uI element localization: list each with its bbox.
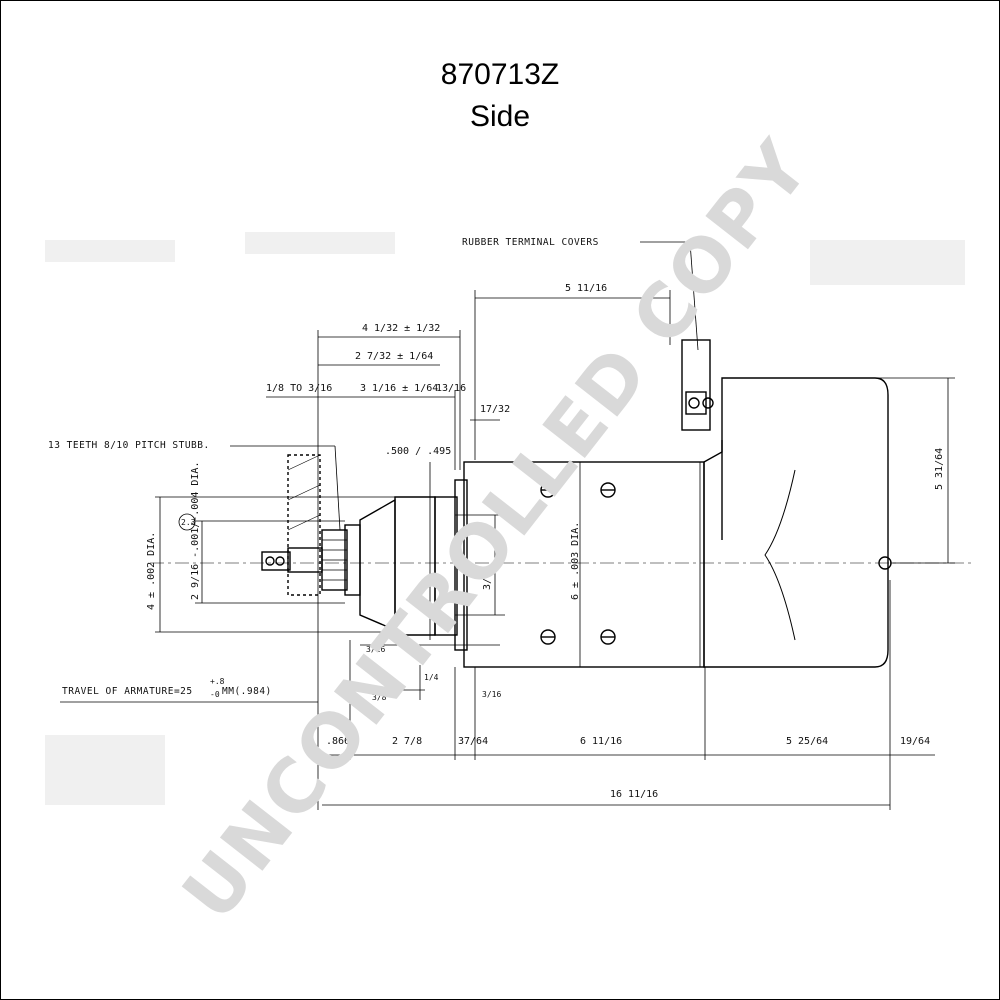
dim-small-3-16-b: 3/16 [482,690,501,699]
dim-range: 1/8 TO 3/16 [266,383,332,394]
dim-pilot-dia: 4 ± .002 DIA. [146,532,157,610]
note-travel-mm: MM(.984) [222,686,272,697]
dim-2-7-8: 2 7/8 [392,736,422,747]
dim-end-height: 5 31/64 [934,448,945,490]
dim-flange-thickness: 13/16 [436,383,466,394]
note-terminal-covers: RUBBER TERMINAL COVERS [462,237,599,248]
dim-housing-dia: 6 ± .003 DIA. [570,522,581,600]
note-travel-tol: +.8 [210,677,225,686]
view-subtitle: Side [469,100,531,133]
dim-shaft-dia: .500 / .495 [385,446,451,457]
dim-19-64: 19/64 [900,736,930,747]
dim-overall-length: 16 11/16 [610,789,658,800]
dimension-lines [60,241,955,810]
dim-flange-c: 3 1/16 ± 1/64 [360,383,438,394]
dim-6-11-16: 6 11/16 [580,736,622,747]
dim-17-32: 17/32 [480,404,510,415]
dim-pinion-dia: 2 9/16 -.001/-.004 DIA. [190,462,201,600]
dim-flange-b: 2 7/32 ± 1/64 [355,351,433,362]
circle-label: 2.3 [181,518,196,527]
dim-small-3-16-a: 3/16 [366,645,385,654]
end-cap-outline [703,377,889,668]
dim-flange-a: 4 1/32 ± 1/32 [362,323,440,334]
note-travel-tol2: -0 [210,690,220,699]
dim-37-64: 37/64 [458,736,488,747]
faded-marks [45,232,965,805]
dim-5-25-64: 5 25/64 [786,736,828,747]
dim-small-1-4: 1/4 [424,673,439,682]
note-teeth: 13 TEETH 8/10 PITCH STUBB. [48,440,210,451]
dim-body-length: 5 11/16 [565,283,607,294]
dim-866: .866 [326,736,350,747]
dim-3-64: 3/64 [482,566,493,590]
part-number-title: 870713Z [440,58,560,91]
circle-callout [178,513,196,531]
note-travel: TRAVEL OF ARMATURE=25 [62,686,193,697]
dim-small-3-8: 3/8 [372,693,387,702]
